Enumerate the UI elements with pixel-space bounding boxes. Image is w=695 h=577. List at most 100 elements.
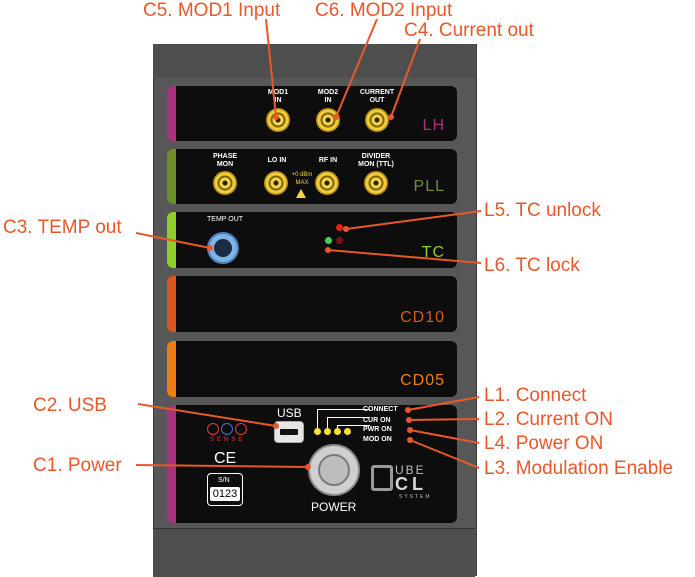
l5-leader <box>345 210 482 230</box>
rf-in-label: RF IN <box>318 157 338 164</box>
lo-in-connector[interactable] <box>264 171 288 195</box>
qubecl-logo-cl: CL <box>395 474 427 494</box>
module-tc: TEMP OUT TC <box>167 212 457 268</box>
usb-port[interactable] <box>274 421 304 443</box>
callout-c4: C4. Current out <box>404 20 534 41</box>
warning-icon <box>296 189 306 198</box>
led-bracket-2 <box>327 417 370 432</box>
ppq-sense-text: SENSE <box>210 437 246 443</box>
l2-dot <box>406 417 412 423</box>
pwr-on-label: PWR ON <box>363 426 392 433</box>
lo-in-label: LO IN <box>267 157 287 164</box>
callout-c2: C2. USB <box>33 395 107 416</box>
temp-out-connector-face <box>214 239 232 257</box>
tc-lock-led <box>325 237 332 244</box>
ce-mark: CE <box>214 450 237 467</box>
c4-leader <box>390 38 421 118</box>
mod2-label: MOD2 IN <box>317 89 339 104</box>
max-power-note: +0 dBm MAX <box>291 172 313 186</box>
chassis-top-cap <box>153 44 475 78</box>
c2-dot <box>273 423 279 429</box>
c6-leader <box>335 18 378 118</box>
c5-leader <box>265 18 277 118</box>
l3-dot <box>407 437 413 443</box>
l3-leader <box>409 439 480 469</box>
c6-dot <box>333 114 339 120</box>
qubecl-logo-q-icon <box>371 465 393 491</box>
l1-leader <box>407 396 480 411</box>
temp-out-label: TEMP OUT <box>207 216 244 223</box>
phase-mon-label: PHASE MON <box>212 153 238 168</box>
module-cd05: CD05 <box>167 341 457 397</box>
callout-l4: L4. Power ON <box>484 433 604 454</box>
divider-mon-connector[interactable] <box>364 171 388 195</box>
l4-leader <box>409 429 480 444</box>
cur-on-label: CUR ON <box>363 417 391 424</box>
callout-c6: C6. MOD2 Input <box>315 0 453 21</box>
module-pll-stripe <box>167 149 176 204</box>
rf-in-connector[interactable] <box>315 171 339 195</box>
module-cd10-name: CD10 <box>400 309 445 326</box>
l2-leader <box>408 418 480 421</box>
c3-dot <box>207 245 213 251</box>
l5-dot <box>343 226 349 232</box>
ppq-logo: SENSE <box>207 423 251 445</box>
usb-port-slot <box>280 429 298 435</box>
mod1-connector[interactable] <box>266 108 290 132</box>
serial-label: S/N <box>218 477 230 484</box>
ppq-logo-circle-2 <box>221 423 233 435</box>
tc-unlock-led-dim <box>336 237 343 244</box>
c4-dot <box>388 114 394 120</box>
led-bracket <box>317 409 370 432</box>
ppq-logo-circle-3 <box>235 423 247 435</box>
module-cd05-name: CD05 <box>400 372 445 389</box>
current-out-connector[interactable] <box>365 108 389 132</box>
module-tc-name: TC <box>421 244 445 261</box>
callout-c1: C1. Power <box>33 455 122 476</box>
qubecl-logo-ube: UBE <box>395 463 426 477</box>
module-cd10-stripe <box>167 276 176 332</box>
power-connector-face <box>318 454 350 486</box>
ppq-logo-circle-1 <box>207 423 219 435</box>
module-pll: PHASE MON LO IN RF IN DIVIDER MON (TTL) … <box>167 149 457 204</box>
current-out-label: CURRENT OUT <box>359 89 395 104</box>
callout-l3: L3. Modulation Enable <box>484 458 674 479</box>
serial-badge: S/N 0123 <box>207 473 243 506</box>
serial-value: 0123 <box>210 487 240 501</box>
module-lh-stripe <box>167 86 176 141</box>
mod1-label: MOD1 IN <box>267 89 289 104</box>
pwr-on-led <box>324 428 331 435</box>
qubecl-logo-system: SYSTEM <box>399 494 432 500</box>
module-cd10: CD10 <box>167 276 457 332</box>
l6-dot <box>325 247 331 253</box>
callout-l6: L6. TC lock <box>484 255 580 276</box>
chassis-bottom-cap <box>153 528 475 577</box>
module-power-stripe <box>167 405 176 523</box>
phase-mon-connector[interactable] <box>213 171 237 195</box>
connect-label: CONNECT <box>363 406 398 413</box>
c1-dot <box>305 464 311 470</box>
mod-on-label: MOD ON <box>363 436 392 443</box>
c3-leader <box>135 232 211 249</box>
l6-leader <box>327 249 482 264</box>
l1-dot <box>405 407 411 413</box>
l4-dot <box>407 427 413 433</box>
callout-c3: C3. TEMP out <box>3 217 122 238</box>
tc-unlock-led <box>336 224 343 231</box>
module-cd05-stripe <box>167 341 176 397</box>
usb-label: USB <box>277 406 302 420</box>
temp-out-connector[interactable] <box>207 232 239 264</box>
callout-l2: L2. Current ON <box>484 409 613 430</box>
module-lh: MOD1 IN MOD2 IN CURRENT OUT LH <box>167 86 457 141</box>
module-power: SENSE CE S/N 0123 USB CONNECT CUR ON PWR… <box>167 405 457 523</box>
module-lh-name: LH <box>422 117 445 134</box>
c5-dot <box>273 114 279 120</box>
callout-c5: C5. MOD1 Input <box>143 0 281 21</box>
divider-mon-label: DIVIDER MON (TTL) <box>358 153 394 168</box>
callout-l5: L5. TC unlock <box>484 200 601 221</box>
cur-on-led <box>334 428 341 435</box>
power-connector[interactable] <box>308 444 360 496</box>
qubecl-logo: UBE CL SYSTEM <box>371 463 443 503</box>
mod-on-led <box>314 428 321 435</box>
